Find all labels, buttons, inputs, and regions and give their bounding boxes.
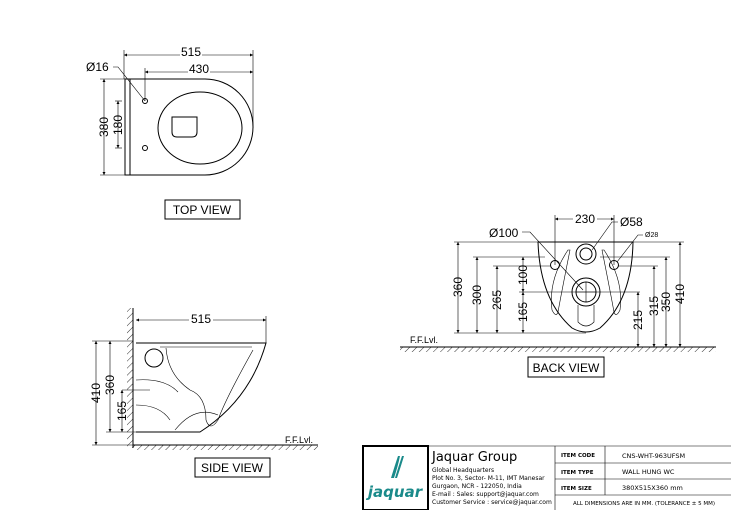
dim-315: 315 (647, 296, 661, 316)
address-line: Plot No. 3, Sector- M-11, IMT Manesar (432, 475, 545, 482)
top-view-label: TOP VIEW (173, 203, 232, 217)
dim-165: 165 (516, 302, 530, 322)
item-size-label: ITEM SIZE (561, 486, 592, 492)
inlet-circle (144, 348, 164, 368)
company-name: Jaquar Group (431, 450, 517, 465)
address-line: Gurgaon, NCR - 122050, India (432, 483, 522, 490)
dim-bolt-dia: Ø28 (645, 232, 658, 239)
back-view-label: BACK VIEW (533, 361, 600, 375)
top-view-label-box (164, 199, 241, 220)
brand-name: jaquar (366, 483, 424, 501)
dim-300: 300 (470, 285, 484, 305)
dim-410: 410 (89, 383, 103, 403)
dim-350: 350 (659, 292, 673, 312)
item-type-label: ITEM TYPE (561, 470, 594, 476)
jaquar-logo: jaquar (366, 456, 424, 501)
dim-265: 265 (490, 290, 504, 310)
service-line: Customer Service : service@jaquar.com (432, 499, 552, 506)
dim-430: 430 (189, 62, 209, 76)
item-type-value: WALL HUNG WC (622, 468, 675, 476)
dim-360: 360 (103, 375, 117, 395)
dim-outlet-dia: Ø100 (489, 226, 519, 240)
title-block: jaquar Jaquar Group Global Headquarters … (362, 445, 731, 510)
top-view-outline (124, 78, 254, 176)
floor-level-label: F.F.Lvl. (410, 335, 438, 345)
dim-380: 380 (97, 117, 111, 137)
address-line: Global Headquarters (432, 467, 494, 474)
side-view-label: SIDE VIEW (201, 461, 264, 475)
item-code-value: CNS-WHT-963UFSM (622, 452, 685, 460)
email-line: E-mail : Sales: support@jaquar.com (432, 491, 539, 498)
side-view: 515 410 360 165 F.F.Lvl. SIDE VIEW (89, 308, 318, 478)
tolerance-note: ALL DIMENSIONS ARE IN MM. (TOLERANCE ± 5… (573, 501, 715, 507)
dim-180: 180 (111, 115, 125, 135)
item-size-value: 380X515X360 mm (622, 484, 683, 492)
top-view: 515 430 Ø16 380 180 TOP VIEW (86, 45, 254, 220)
back-view: 230 Ø58 Ø100 Ø28 360 300 265 100 165 215… (400, 212, 716, 378)
bowl-opening (171, 116, 198, 138)
dim-165: 165 (115, 401, 129, 421)
seat-outline (157, 91, 243, 165)
logo-cell (362, 445, 429, 510)
dim-410: 410 (673, 284, 687, 304)
fixing-hole (142, 145, 148, 151)
side-view-label-box (194, 457, 271, 478)
dim-515: 515 (191, 312, 211, 326)
floor-level-label: F.F.Lvl. (285, 435, 313, 445)
back-view-outline (537, 241, 634, 333)
dim-inlet-dia: Ø58 (620, 215, 643, 229)
dim-515: 515 (181, 45, 201, 59)
dim-215: 215 (631, 310, 645, 330)
dim-360: 360 (451, 277, 465, 297)
dim-100: 100 (516, 265, 530, 285)
back-view-label-box (527, 356, 605, 378)
inlet-circle (575, 243, 597, 265)
item-code-label: ITEM CODE (561, 453, 595, 459)
dim-230: 230 (575, 212, 595, 226)
side-view-outline (136, 342, 267, 433)
dim-hole-dia: Ø16 (86, 60, 109, 74)
